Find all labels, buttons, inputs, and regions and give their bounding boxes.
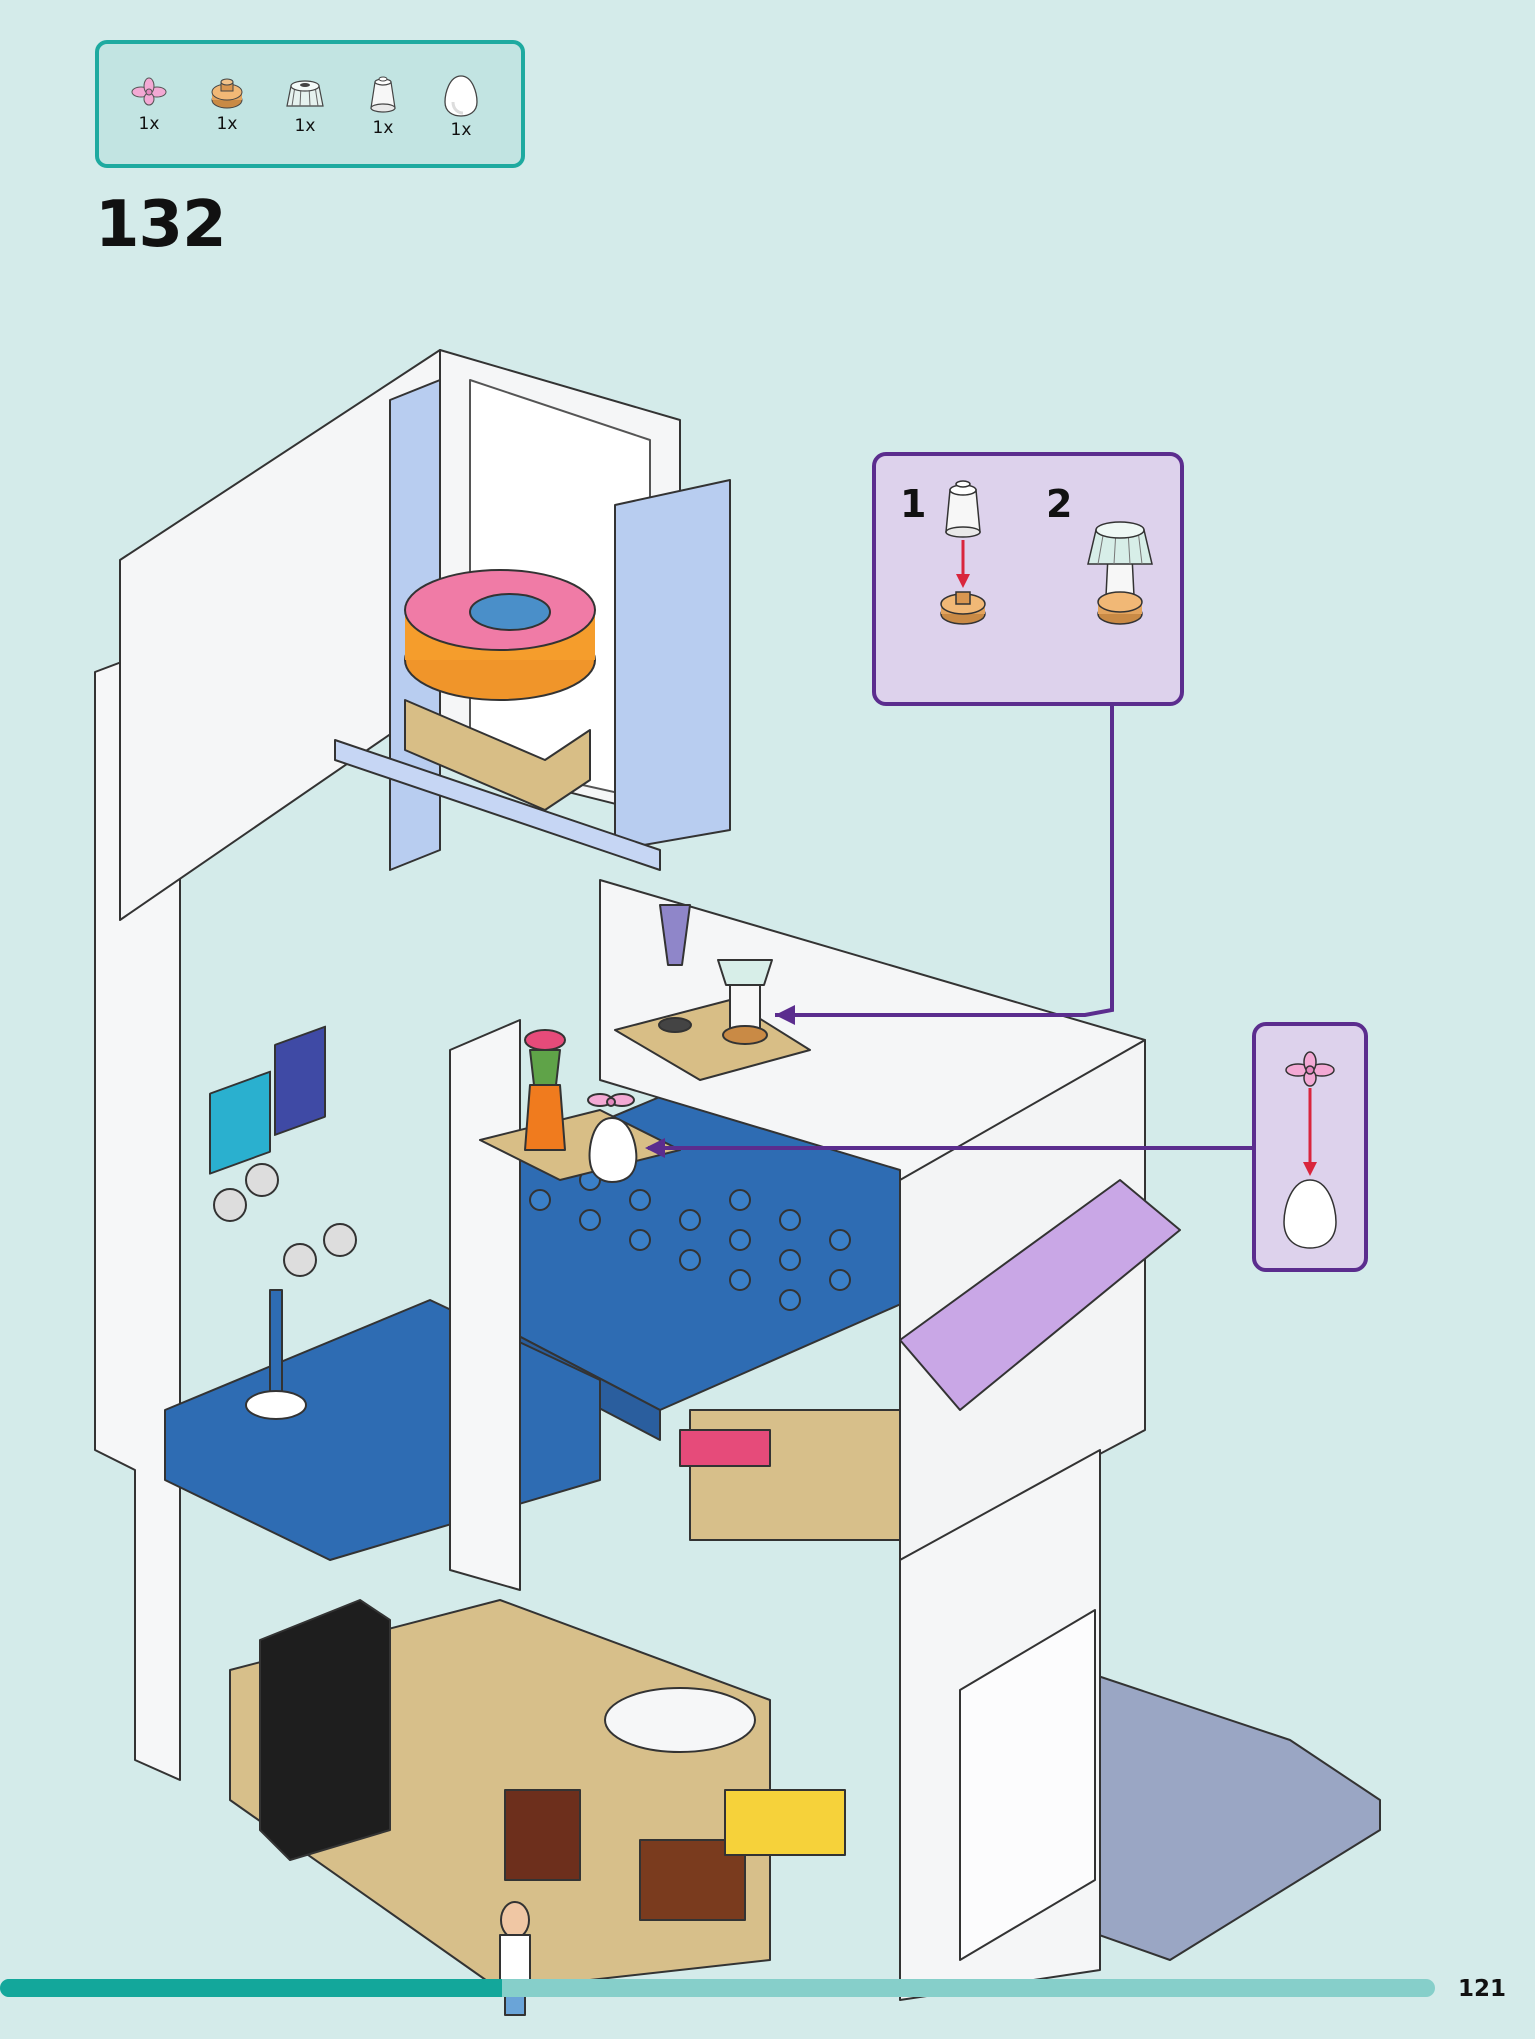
parts-list-box: 1x 1x 1x 1x 1x — [95, 40, 525, 168]
substep-1-label: 1 — [900, 482, 927, 526]
vase-assembly-diagram — [1283, 1051, 1337, 1249]
lamp-arrowhead — [775, 1005, 795, 1025]
part-item: 1x — [353, 72, 413, 138]
step-number: 132 — [95, 188, 227, 262]
vase-assembly-callout — [1252, 1022, 1368, 1272]
pink-flower-icon — [131, 77, 167, 106]
part-qty: 1x — [294, 116, 316, 136]
tan-round-plate-icon — [211, 78, 243, 109]
vase-arrowhead — [645, 1138, 665, 1158]
part-qty: 1x — [372, 118, 394, 138]
part-item: 1x — [431, 72, 491, 140]
part-qty: 1x — [138, 114, 160, 134]
lamp-shade-icon — [286, 80, 324, 107]
white-cone-icon — [370, 76, 396, 113]
part-item: 1x — [119, 72, 179, 134]
white-egg-icon — [444, 75, 478, 117]
part-item: 1x — [197, 72, 257, 134]
white-cone-icon — [945, 489, 981, 533]
lamp-callout-connector — [775, 706, 1114, 1017]
lamp-assembly-callout: 1 2 — [872, 452, 1184, 706]
substep-2-label: 2 — [1046, 482, 1073, 526]
progress-bar-fill — [0, 1979, 503, 1997]
part-qty: 1x — [216, 114, 238, 134]
part-qty: 1x — [450, 120, 472, 140]
progress-bar — [0, 1979, 1435, 1997]
white-egg-icon — [1283, 1179, 1337, 1249]
page-number: 121 — [1458, 1976, 1507, 2002]
part-item: 1x — [275, 72, 335, 136]
pink-flower-icon — [1285, 1051, 1335, 1087]
lamp-assembly-diagram — [940, 480, 1153, 625]
